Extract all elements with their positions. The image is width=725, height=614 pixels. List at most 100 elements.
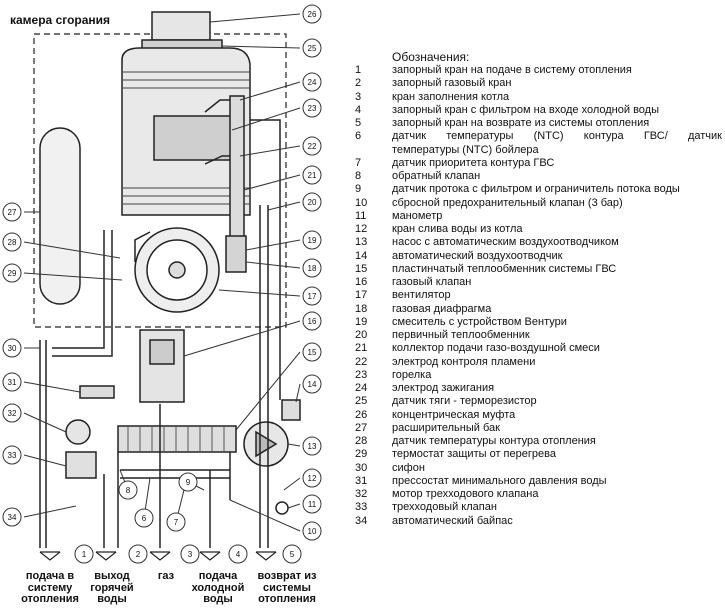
connection-label-line: систему — [27, 581, 73, 594]
connection-label-line: системы — [263, 581, 311, 594]
legend-number: 10 — [355, 196, 368, 209]
legend-text: вентилятор — [392, 289, 451, 302]
legend-text: автоматический байпас — [392, 514, 513, 527]
callout-circle — [302, 98, 322, 118]
callout-number: 17 — [308, 292, 317, 301]
callout-number: 31 — [8, 378, 17, 387]
callout-circle — [302, 436, 322, 456]
connection-label-line: подача в — [25, 570, 75, 582]
callout-number: 14 — [308, 380, 317, 389]
callout-circle — [2, 263, 22, 283]
legend-text: запорный кран с фильтром на входе холодн… — [392, 103, 659, 116]
legend-number: 9 — [355, 183, 362, 196]
callout-circle — [134, 508, 154, 528]
legend-text: термостат защиты от перегрева — [392, 448, 556, 461]
burner — [153, 115, 233, 161]
callout-number: 24 — [308, 78, 317, 87]
air-vent — [281, 399, 301, 421]
legend-number: 18 — [355, 302, 368, 315]
legend-number: 33 — [355, 501, 368, 514]
expansion-tank — [39, 127, 81, 305]
callout-circle — [178, 472, 198, 492]
legend-text: датчик температуры (NTC) контура ГВС/ да… — [392, 130, 722, 143]
callout-number: 2 — [136, 550, 141, 559]
legend-number: 24 — [355, 382, 368, 394]
legend-text: сбросной предохранительный клапан (3 бар… — [392, 196, 623, 209]
callout-number: 26 — [308, 10, 317, 19]
venturi-mixer — [225, 235, 247, 273]
callout-circle — [128, 544, 148, 564]
callout-circle — [302, 4, 322, 24]
connection-label: газ — [130, 570, 202, 583]
callout-circle — [302, 136, 322, 156]
concentric-coupling — [151, 11, 211, 41]
callout-circle — [2, 372, 22, 392]
callout-circle — [2, 445, 22, 465]
legend-text: датчик протока с фильтром и ограничитель… — [392, 183, 680, 196]
callout-number: 32 — [8, 409, 17, 418]
callout-number: 4 — [236, 550, 241, 559]
callout-circle — [166, 512, 186, 532]
legend-text: смеситель с устройством Вентури — [392, 315, 567, 328]
legend-number: 7 — [355, 156, 362, 169]
pressure-switch — [79, 385, 115, 399]
legend-text: запорный кран на подаче в систему отопле… — [392, 64, 632, 76]
callout-number: 11 — [308, 500, 317, 509]
legend-text: газовая диафрагма — [392, 302, 492, 315]
callout-number: 18 — [308, 264, 317, 273]
legend-text: кран слива воды из котла — [392, 223, 523, 235]
legend-number: 27 — [355, 421, 368, 434]
callout-number: 29 — [8, 269, 17, 278]
connection-label-line: выход — [94, 570, 130, 582]
connection-label-line: воды — [203, 593, 233, 605]
legend-text: обратный клапан — [392, 170, 481, 182]
callout-circle — [2, 507, 22, 527]
connection-label-line: отопления — [21, 593, 79, 605]
legend-text: концентрическая муфта — [392, 408, 516, 421]
legend-text: коллектор подачи газо-воздушной смеси — [392, 342, 600, 355]
legend-number: 14 — [355, 249, 368, 262]
callout-number: 30 — [8, 344, 17, 353]
legend-text: датчик температуры контура отопления — [392, 435, 596, 447]
callout-circle — [302, 258, 322, 278]
connection-label-line: воды — [97, 593, 127, 605]
callout-number: 1 — [82, 550, 87, 559]
legend-number: 21 — [355, 342, 368, 355]
callout-number: 13 — [308, 442, 317, 451]
legend-number: 4 — [355, 103, 362, 116]
legend-number: 5 — [355, 117, 362, 129]
plate-heat-exchanger — [117, 425, 237, 453]
legend-number: 3 — [355, 90, 362, 103]
legend-number: 12 — [355, 223, 368, 235]
legend-number: 11 — [355, 209, 367, 222]
connection-label-line: газ — [157, 570, 175, 582]
legend-number: 22 — [355, 355, 368, 368]
callout-number: 21 — [308, 171, 317, 180]
callout-circle — [180, 544, 200, 564]
callout-number: 5 — [290, 550, 295, 559]
callout-number: 34 — [8, 513, 17, 522]
callout-number: 15 — [308, 348, 317, 357]
legend-number: 6 — [355, 130, 362, 143]
legend-text: первичный теплообменник — [392, 329, 530, 341]
callout-number: 20 — [308, 198, 317, 207]
connection-label-line: отопления — [258, 593, 316, 605]
legend-number: 20 — [355, 329, 368, 341]
legend-number: 31 — [355, 474, 368, 487]
connection-label-line: горячей — [90, 581, 134, 594]
callout-circle — [302, 521, 322, 541]
legend-text: датчик приоритета контура ГВС — [392, 156, 555, 169]
legend-text: датчик тяги - терморезистор — [392, 395, 537, 408]
legend-text: расширительный бак — [392, 421, 500, 434]
callout-circle — [302, 286, 322, 306]
callout-number: 7 — [174, 518, 179, 527]
connection-label-line: холодной — [191, 581, 245, 594]
callout-number: 25 — [308, 44, 317, 53]
callout-circle — [2, 403, 22, 423]
callout-circle — [2, 202, 22, 222]
legend-number: 32 — [355, 488, 368, 500]
